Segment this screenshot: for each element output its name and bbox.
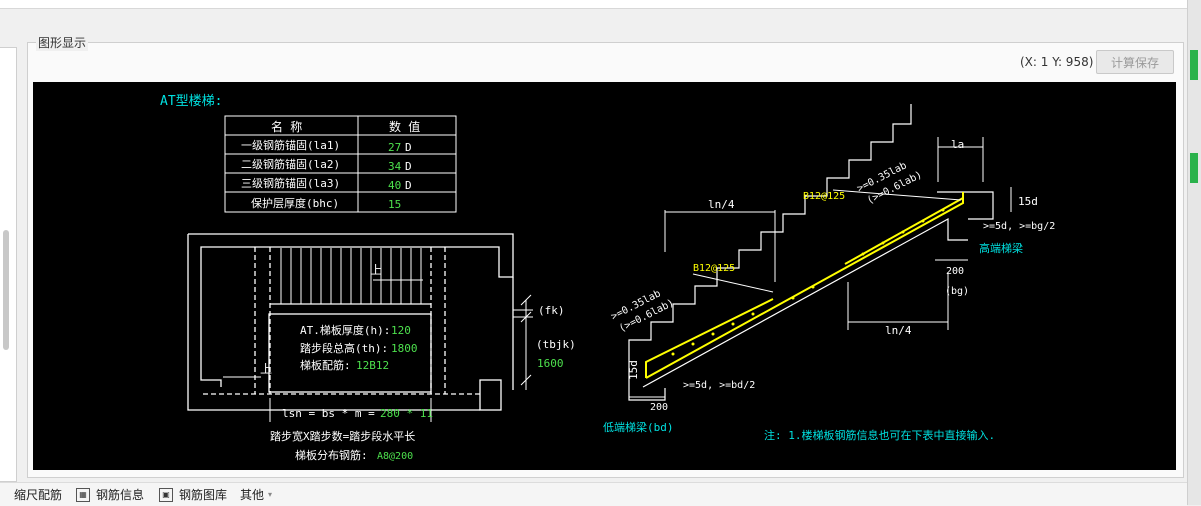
left-scrollbar[interactable] <box>3 230 9 350</box>
plan-rebar-value: 12B12 <box>356 359 389 372</box>
section-b12-top: B12@125 <box>803 191 845 202</box>
table-header-value: 数 值 <box>389 119 420 134</box>
plan-fk-label: (fk) <box>538 304 565 317</box>
section-15d-right: 15d <box>1018 195 1038 208</box>
coordinate-readout: (X: 1 Y: 958) <box>1020 55 1094 69</box>
rebar-library-button[interactable]: ▣ 钢筋图库 <box>159 486 227 503</box>
stair-diagram: AT型楼梯: 名 称 数 值 一级钢筋锚固(la1) 27 D 二级钢筋锚固(l… <box>160 94 1055 462</box>
section-bg-label: (bg) <box>945 286 969 297</box>
table-row-name: 二级钢筋锚固(la2) <box>241 157 340 171</box>
library-icon: ▣ <box>159 487 173 502</box>
top-bar <box>0 0 1201 9</box>
right-strip-marker <box>1190 153 1198 183</box>
plan-lsn-label: lsn = bs * m = <box>282 407 375 420</box>
grid-icon: ▦ <box>76 487 90 502</box>
anchor-table <box>224 115 457 213</box>
section-ge5d-left: >=5d, >=bd/2 <box>683 380 755 391</box>
rebar-info-button[interactable]: ▦ 钢筋信息 <box>76 486 144 503</box>
section-rebar-dots <box>671 208 945 356</box>
plan-distribution-value: A8@200 <box>377 451 413 462</box>
chevron-down-icon: ▾ <box>268 490 273 499</box>
plan-formula-text: 踏步宽X踏步数=踏步段水平长 <box>270 429 415 443</box>
plan-tbjk-label: (tbjk) <box>536 338 576 351</box>
other-menu-button[interactable]: 其他 ▾ <box>240 488 273 502</box>
group-title: 图形显示 <box>36 34 89 51</box>
table-row-value: 40 <box>388 179 401 192</box>
diagram-title: AT型楼梯: <box>160 94 222 109</box>
plan-up-arrow-label: 上 <box>260 362 272 376</box>
plan-height-value: 1800 <box>391 342 418 355</box>
table-row-value: 27 <box>388 141 401 154</box>
section-ge5d-right: >=5d, >=bg/2 <box>983 221 1055 232</box>
section-note: 注: 1.楼梯板钢筋信息也可在下表中直接输入. <box>764 428 995 442</box>
plan-rebar-label: 梯板配筋: <box>300 358 351 372</box>
section-low-beam: 低端梯梁(bd) <box>603 420 674 434</box>
section-b12-mid: B12@125 <box>693 263 735 274</box>
table-header-name: 名 称 <box>271 119 302 134</box>
section-ln4-bottom: ln/4 <box>885 324 912 337</box>
table-row-value: 15 <box>388 198 401 211</box>
section-15d-left: 15d <box>627 360 640 380</box>
section-ln4-top: ln/4 <box>708 198 735 211</box>
plan-tbjk-value: 1600 <box>537 357 564 370</box>
right-strip-marker <box>1190 50 1198 80</box>
drawing-canvas[interactable]: AT型楼梯: 名 称 数 值 一级钢筋锚固(la1) 27 D 二级钢筋锚固(l… <box>33 82 1176 470</box>
section-la-label: la <box>951 138 964 151</box>
plan-dimension-fk <box>513 294 533 390</box>
table-row-unit: D <box>405 160 412 173</box>
ruler-icon <box>2 489 8 501</box>
stair-plan <box>187 233 514 411</box>
calculate-save-button[interactable]: 计算保存 <box>1096 50 1174 74</box>
section-200-right: 200 <box>946 266 964 277</box>
table-row-unit: D <box>405 141 412 154</box>
table-row-name: 三级钢筋锚固(la3) <box>241 176 340 190</box>
section-rebar <box>645 192 964 379</box>
section-200-left: 200 <box>650 402 668 413</box>
plan-thickness-label: AT.梯板厚度(h): <box>300 323 390 337</box>
plan-dimension-lsn <box>269 398 432 422</box>
plan-height-label: 踏步段总高(th): <box>300 341 388 355</box>
right-strip <box>1187 0 1201 505</box>
plan-thickness-value: 120 <box>391 324 411 337</box>
plan-up-arrow-label: 上 <box>370 263 382 277</box>
bottom-toolbar <box>0 482 1187 506</box>
plan-distribution-label: 梯板分布钢筋: <box>295 448 368 462</box>
section-high-beam: 高端梯梁 <box>979 241 1023 255</box>
table-row-unit: D <box>405 179 412 192</box>
table-row-name: 一级钢筋锚固(la1) <box>241 138 340 152</box>
stair-section <box>628 104 994 401</box>
table-row-value: 34 <box>388 160 402 173</box>
plan-treads <box>223 248 423 378</box>
scale-rebar-button[interactable]: 缩尺配筋 <box>2 486 62 503</box>
plan-lsn-value: 280 * 11 <box>380 407 433 420</box>
table-row-name: 保护层厚度(bhc) <box>251 196 339 210</box>
section-dimensions <box>629 137 1012 398</box>
